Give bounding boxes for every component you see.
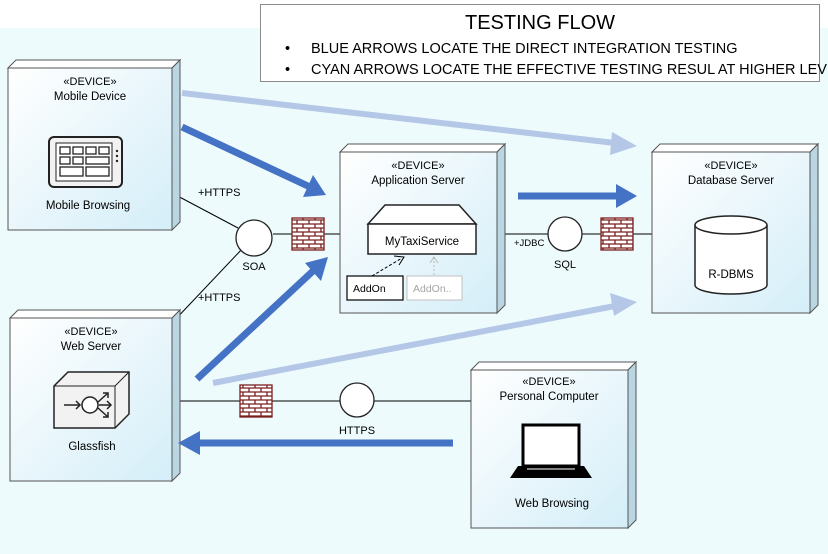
https-pc-label: HTTPS [339,425,375,437]
https-label-bottom: +HTTPS [198,292,240,304]
blue-arrow-pc-to-web [178,431,453,455]
legend-item-text: BLUE ARROWS LOCATE THE DIRECT INTEGRATIO… [311,41,738,57]
https-label-top: +HTTPS [198,187,240,199]
node-stereotype: «DEVICE» [64,326,117,338]
node-title: Mobile Device [54,91,126,103]
tablet-icon [48,136,123,188]
addon-box[interactable]: AddOn [346,275,404,301]
node-content: Glassfish [68,441,115,453]
bullet-icon: • [285,62,291,78]
blue-arrow-web-to-app [194,257,328,382]
firewall-icon-https [239,384,273,418]
soa-interface-circle[interactable] [235,219,273,257]
node-title: Personal Computer [499,391,598,403]
soa-label: SOA [242,261,266,273]
legend-item-cyan: • CYAN ARROWS LOCATE THE EFFECTIVE TESTIN… [285,60,828,81]
node-stereotype: «DEVICE» [704,160,757,172]
addon-placeholder-label: AddOn.. [413,283,452,295]
jdbc-label: +JDBC [514,238,544,249]
router-hub-icon [53,371,130,429]
node-database-server[interactable]: «DEVICE» Database Server R-DBMS [650,142,820,315]
blue-arrow-mobile-to-app [180,123,326,197]
addon-label: AddOn [353,283,386,295]
node-title: Web Server [61,341,122,353]
web-soa-line [171,247,244,324]
laptop-icon [510,423,592,478]
node-title: Application Server [371,175,464,187]
node-web-server[interactable]: «DEVICE» Web Server Glassfish [8,308,182,483]
blue-arrow-app-to-db [518,184,637,208]
node-stereotype: «DEVICE» [63,76,116,88]
node-title: Database Server [688,175,774,187]
legend-item-blue: • BLUE ARROWS LOCATE THE DIRECT INTEGRATI… [285,39,828,60]
component-label: MyTaxiService [385,236,459,248]
database-cylinder-icon [694,215,768,295]
node-content: Mobile Browsing [46,200,130,212]
sql-label: SQL [554,259,576,271]
cyan-arrow-mobile-to-db [181,90,637,155]
firewall-icon-sql [600,217,634,251]
testing-flow-legend: TESTING FLOW • BLUE ARROWS LOCATE THE DIR… [260,4,828,82]
addon-dependency-arrow [371,257,403,277]
legend-title: TESTING FLOW [465,12,615,34]
node-stereotype: «DEVICE» [391,160,444,172]
node-application-server[interactable]: «DEVICE» Application Server MyTaxiServic… [338,142,507,315]
sql-interface-circle[interactable] [547,216,583,252]
node-stereotype: «DEVICE» [522,376,575,388]
https-interface-circle[interactable] [339,382,375,418]
firewall-icon-soa [291,217,325,251]
bullet-icon: • [285,41,291,57]
node-personal-computer[interactable]: «DEVICE» Personal Computer Web Browsing [469,360,638,530]
legend-item-text: CYAN ARROWS LOCATE THE EFFECTIVE TESTING… [311,62,828,78]
node-content: Web Browsing [515,498,589,510]
node-mobile-device[interactable]: «DEVICE» Mobile Device Mobile Browsing [6,58,182,232]
legend-list: • BLUE ARROWS LOCATE THE DIRECT INTEGRATI… [285,39,828,81]
node-content: R-DBMS [708,269,754,281]
addon-placeholder-box[interactable]: AddOn.. [406,275,463,301]
cyan-arrow-web-to-db [212,293,637,386]
mytaxiservice-component[interactable]: MyTaxiService [366,204,478,255]
mobile-soa-line [171,192,239,229]
